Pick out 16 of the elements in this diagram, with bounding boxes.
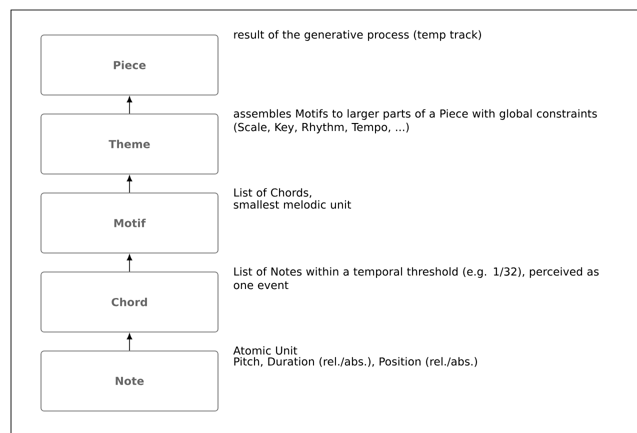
arrow (126, 254, 132, 272)
process-box: Piece (40, 34, 218, 96)
arrow (126, 175, 132, 193)
process-box: Motif (40, 192, 218, 254)
arrow (126, 333, 132, 351)
process-box: Theme (40, 114, 218, 174)
description-text: Pitch, Duration (rel./abs.), Position (rel./abs.) (234, 357, 477, 367)
description-text: List of Notes within a temporal threshold (e.g. 1/32), perceived as one event (234, 267, 599, 290)
description-text: smallest melodic unit (234, 200, 352, 209)
description-text: assembles Motifs to larger parts of a Piece with global constraints (Scale, Key, Rhythm, Tempo, ...) (234, 109, 597, 134)
description-text: Atomic Unit (233, 346, 298, 355)
arrow (126, 96, 132, 114)
description-text: List of Chords, (234, 188, 312, 198)
description-text: result of the generative process (temp track) (234, 30, 482, 41)
process-box: Chord (40, 272, 218, 332)
process-box: Note (40, 350, 218, 412)
